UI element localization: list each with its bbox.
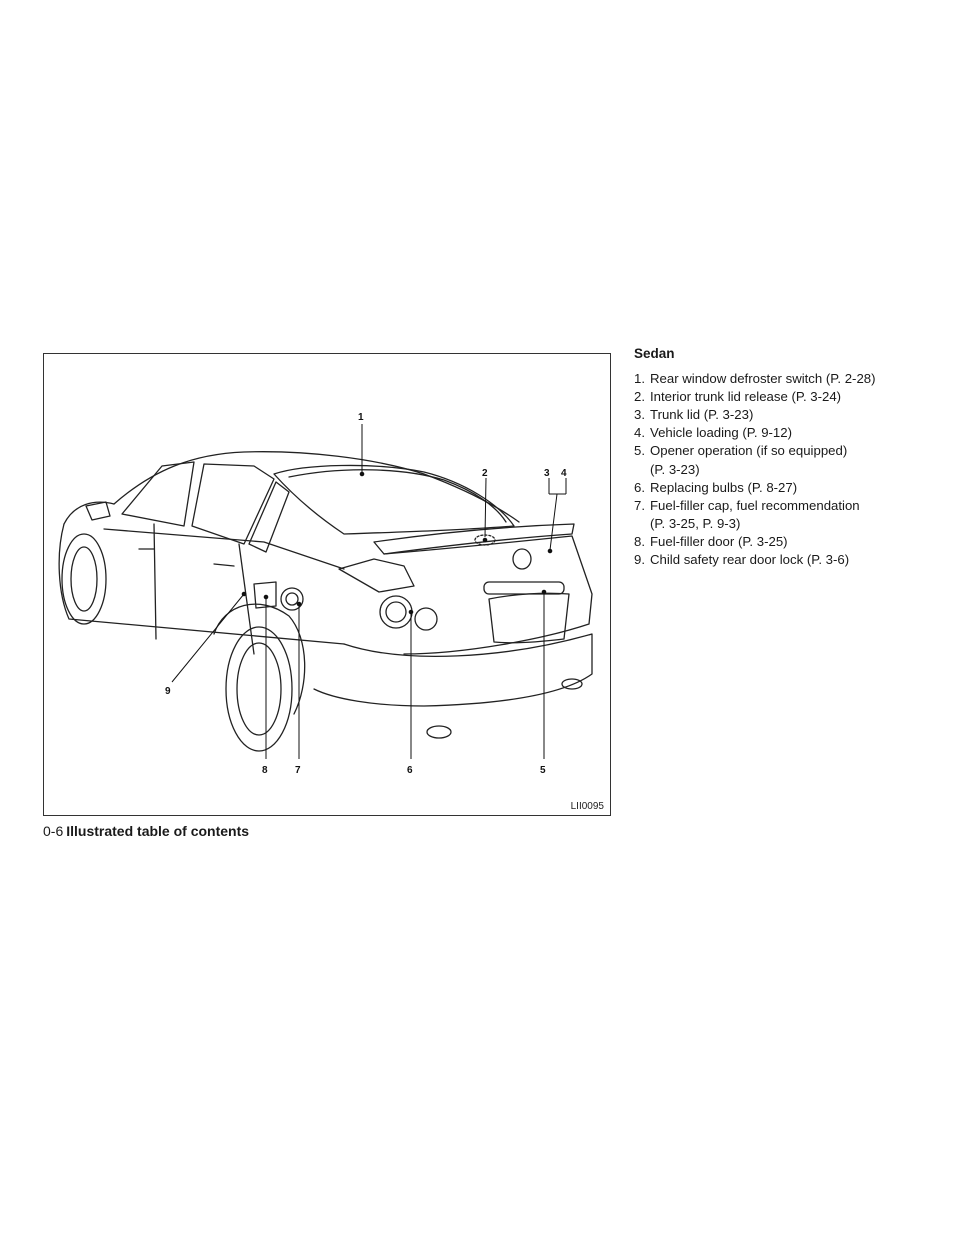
lower-body <box>58 523 345 645</box>
rear-window <box>273 464 515 535</box>
belt-line <box>103 528 345 570</box>
item-number: 3. <box>634 407 645 423</box>
front-wheel <box>61 533 107 625</box>
trunk-handle <box>483 581 565 595</box>
emblem <box>512 548 532 570</box>
front-side-window <box>121 461 195 527</box>
side-mirror <box>85 501 111 521</box>
car-line-drawing: 1 2 3 4 5 6 7 8 9 <box>58 412 593 776</box>
callout-9: 9 <box>165 686 171 697</box>
item-text: Fuel-filler door (P. 3-25) <box>650 533 788 549</box>
item-text: Interior trunk lid release (P. 3-24) <box>650 389 842 405</box>
roofline <box>113 451 520 523</box>
item-number: 1. <box>634 371 645 387</box>
item-text: Fuel-filler cap, fuel recommendation <box>650 497 860 513</box>
rear-door-handle <box>213 563 235 567</box>
item-number: 2. <box>634 389 645 405</box>
item-number: 5. <box>634 443 645 459</box>
rear-side-window <box>191 463 275 545</box>
door-seam-front <box>153 523 157 640</box>
rear-bumper <box>313 633 593 707</box>
fuel-filler-cap-center <box>285 592 299 606</box>
callout-7: 7 <box>295 765 301 776</box>
quarter-window <box>248 481 290 553</box>
list-item: 5. Opener operation (if so equipped) <box>634 442 934 460</box>
tail-lamp-outer-inner <box>385 601 407 623</box>
item-text: Vehicle loading (P. 9-12) <box>650 425 792 441</box>
fuel-filler-cap <box>280 587 304 611</box>
spoiler <box>373 523 575 555</box>
license-plate-recess <box>488 592 570 644</box>
list-item: 9. Child safety rear door lock (P. 3-6) <box>634 551 934 569</box>
list-item: 8. Fuel-filler door (P. 3-25) <box>634 533 934 551</box>
callout-3: 3 <box>544 468 550 479</box>
hood-edge <box>63 501 115 525</box>
exhaust-tip-left <box>426 725 452 739</box>
sedan-rear-illustration: 1 2 3 4 5 6 7 8 9 LII0095 <box>43 353 611 816</box>
item-text: Rear window defroster switch (P. 2-28) <box>650 371 876 387</box>
list-item: 3. Trunk lid (P. 3-23) <box>634 406 934 424</box>
door-seam-rear <box>238 543 255 655</box>
trunk-lid <box>383 535 593 655</box>
item-number: 6. <box>634 479 645 495</box>
callout-5: 5 <box>540 765 546 776</box>
item-text-continuation: (P. 3-25, P. 9-3) <box>650 515 741 531</box>
legend-list: 1. Rear window defroster switch (P. 2-28)… <box>634 370 934 569</box>
item-text: Replacing bulbs (P. 8-27) <box>650 479 798 495</box>
figure-code: LII0095 <box>570 801 604 812</box>
rear-wheel-hub <box>236 642 282 736</box>
tail-lamp-inner <box>414 607 438 631</box>
rear-wheel <box>225 626 293 752</box>
tail-lamp-upper <box>338 558 415 593</box>
callout-8: 8 <box>262 765 268 776</box>
list-item-continuation: (P. 3-23) <box>634 461 934 479</box>
list-item-continuation: (P. 3-25, P. 9-3) <box>634 515 934 533</box>
list-item: 6. Replacing bulbs (P. 8-27) <box>634 479 934 497</box>
fuel-filler-door <box>253 581 277 609</box>
item-text: Opener operation (if so equipped) <box>650 443 848 459</box>
page-number: 0-6 <box>43 823 64 839</box>
item-text-continuation: (P. 3-23) <box>650 461 700 477</box>
front-wheel-hub <box>70 546 98 612</box>
callout-2: 2 <box>482 468 488 479</box>
list-item: 7. Fuel-filler cap, fuel recommendation <box>634 497 934 515</box>
rear-window-inner <box>288 469 507 523</box>
tail-lamp-outer <box>379 595 413 629</box>
item-number: 8. <box>634 533 645 549</box>
callout-4: 4 <box>561 468 567 479</box>
item-number: 7. <box>634 497 645 513</box>
item-number: 4. <box>634 425 645 441</box>
section-title: Illustrated table of contents <box>66 823 250 839</box>
item-text: Child safety rear door lock (P. 3-6) <box>650 552 850 568</box>
legend: Sedan 1. Rear window defroster switch (P.… <box>634 345 934 569</box>
callout-6: 6 <box>407 765 413 776</box>
list-item: 2. Interior trunk lid release (P. 3-24) <box>634 388 934 406</box>
list-item: 4. Vehicle loading (P. 9-12) <box>634 424 934 442</box>
exhaust-tip-right <box>561 678 583 690</box>
item-number: 9. <box>634 552 645 568</box>
callout-1: 1 <box>358 412 364 423</box>
legend-heading: Sedan <box>634 346 675 361</box>
item-text: Trunk lid (P. 3-23) <box>650 407 754 423</box>
list-item: 1. Rear window defroster switch (P. 2-28) <box>634 370 934 388</box>
